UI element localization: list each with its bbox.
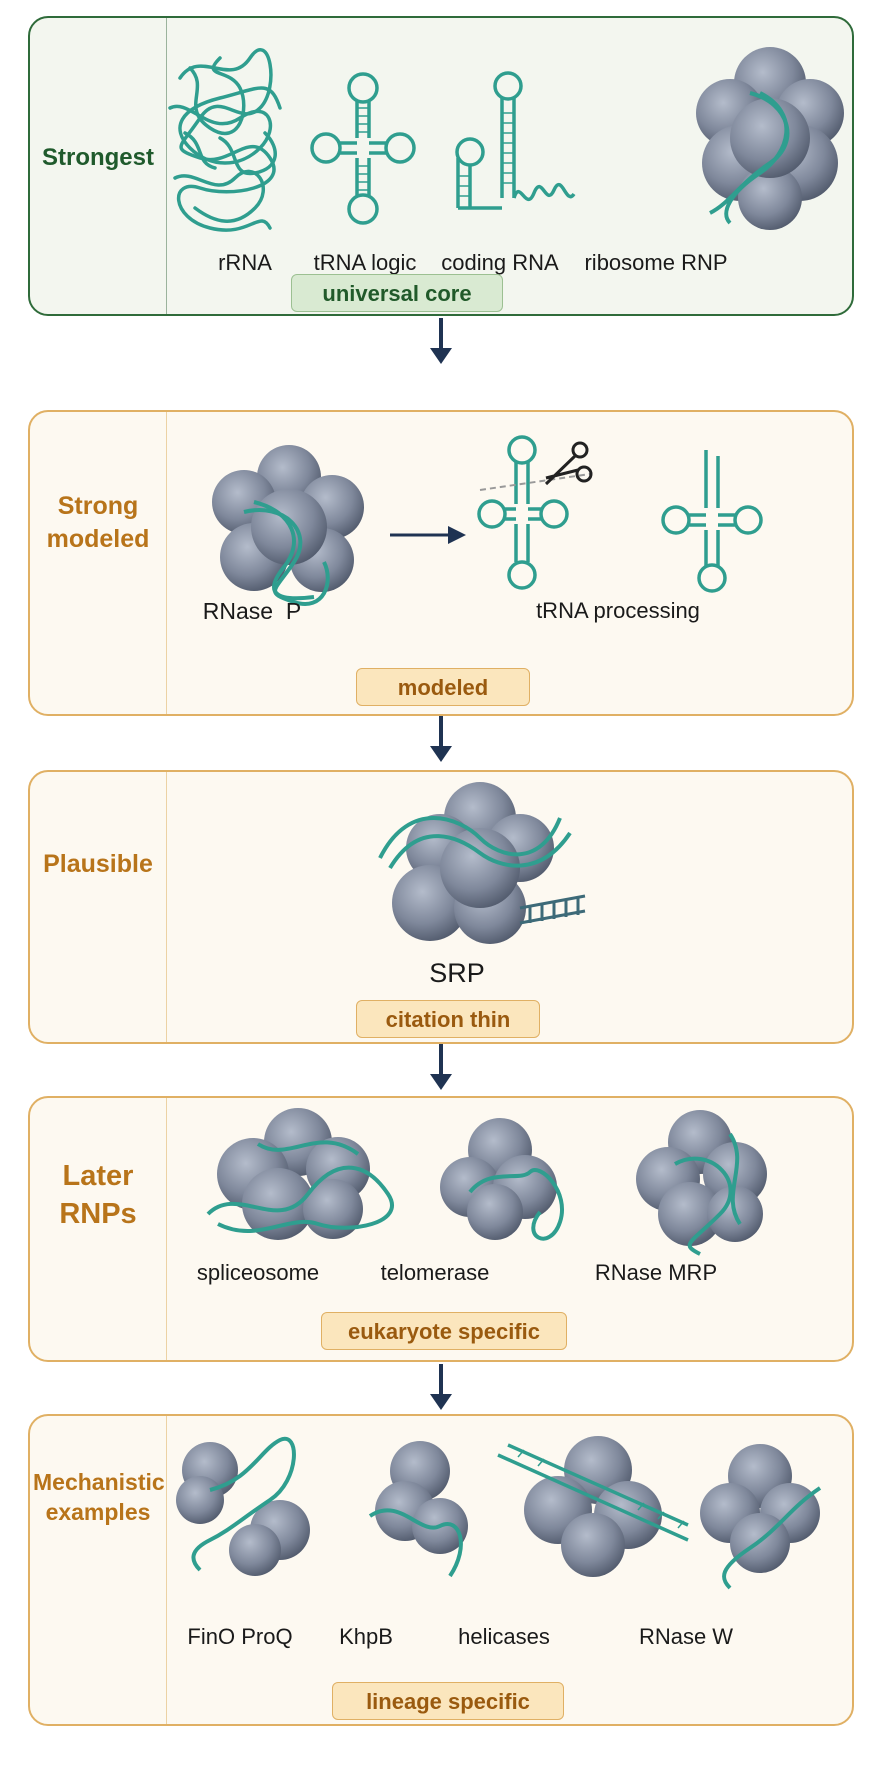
item-label-helicases: helicases (458, 1624, 550, 1649)
item-label-rnase-mrp: RNase MRP (594, 1260, 718, 1285)
item-label-coding-rna: coding RNA (441, 250, 559, 275)
item-label-trna-logic: tRNA logic (313, 250, 417, 275)
tier-label: Mechanistic examples (33, 1469, 165, 1525)
panel-divider (166, 412, 167, 714)
panel-mechanistic-examples: Mechanistic examples (28, 1414, 854, 1726)
right-arrow-icon (390, 526, 466, 544)
panel-later-rnps: Later RNPs spliceosome telomerase R (28, 1096, 854, 1362)
item-label-telomerase: telomerase (380, 1260, 490, 1285)
ribosome-rnp-illustration (696, 47, 844, 230)
tier-badge: eukaryote specific (321, 1312, 567, 1350)
trna-cleavage-illustration (477, 435, 593, 590)
rnase-w-illustration (700, 1444, 822, 1590)
trna-logic-illustration (310, 72, 416, 225)
item-label-rnase-p: RNase P (202, 598, 302, 624)
tier-badge: citation thin (356, 1000, 540, 1038)
down-arrow-icon (430, 1364, 452, 1410)
coding-rna-illustration (455, 71, 576, 210)
item-label-trna-processing: tRNA processing (536, 598, 700, 623)
item-label-rnase-w: RNase W (638, 1624, 734, 1649)
panel-strongest: Strongest (28, 16, 854, 316)
down-arrow-icon (430, 1044, 452, 1090)
down-arrow-icon (430, 716, 452, 762)
tier-badge: lineage specific (332, 1682, 564, 1720)
tier-label: Later RNPs (59, 1160, 137, 1230)
tier-label: Strong modeled (46, 492, 150, 553)
panel-divider (166, 772, 167, 1042)
telomerase-illustration (440, 1118, 564, 1241)
spliceosome-illustration (206, 1108, 394, 1240)
tier-badge: universal core (291, 274, 503, 312)
tier-label: Plausible (43, 850, 153, 878)
item-label-rrna: rRNA (218, 250, 272, 275)
khpb-illustration (368, 1441, 468, 1578)
panel-divider (166, 18, 167, 314)
rrna-illustration (168, 48, 282, 232)
panel-plausible: Plausible SRP citation thin (28, 770, 854, 1044)
rnase-p-illustration (212, 445, 364, 606)
down-arrow-icon (430, 318, 452, 364)
panel-strong-modeled: Strong modeled (28, 410, 854, 716)
tier-label: Strongest (41, 144, 154, 171)
item-label-ribosome-rnp: ribosome RNP (584, 250, 728, 275)
item-label-spliceosome: spliceosome (196, 1260, 320, 1285)
panel-divider (166, 1098, 167, 1360)
item-label-fino-proq: FinO ProQ (187, 1624, 293, 1649)
item-label-srp: SRP (429, 958, 485, 988)
srp-illustration (378, 782, 586, 944)
panel-divider (166, 1416, 167, 1724)
item-label-khpb: KhpB (339, 1624, 393, 1649)
fino-proq-illustration (176, 1436, 310, 1576)
tier-badge: modeled (356, 668, 530, 706)
mature-trna-illustration (661, 450, 763, 593)
helicases-illustration (497, 1436, 689, 1577)
rnase-mrp-illustration (636, 1110, 767, 1256)
